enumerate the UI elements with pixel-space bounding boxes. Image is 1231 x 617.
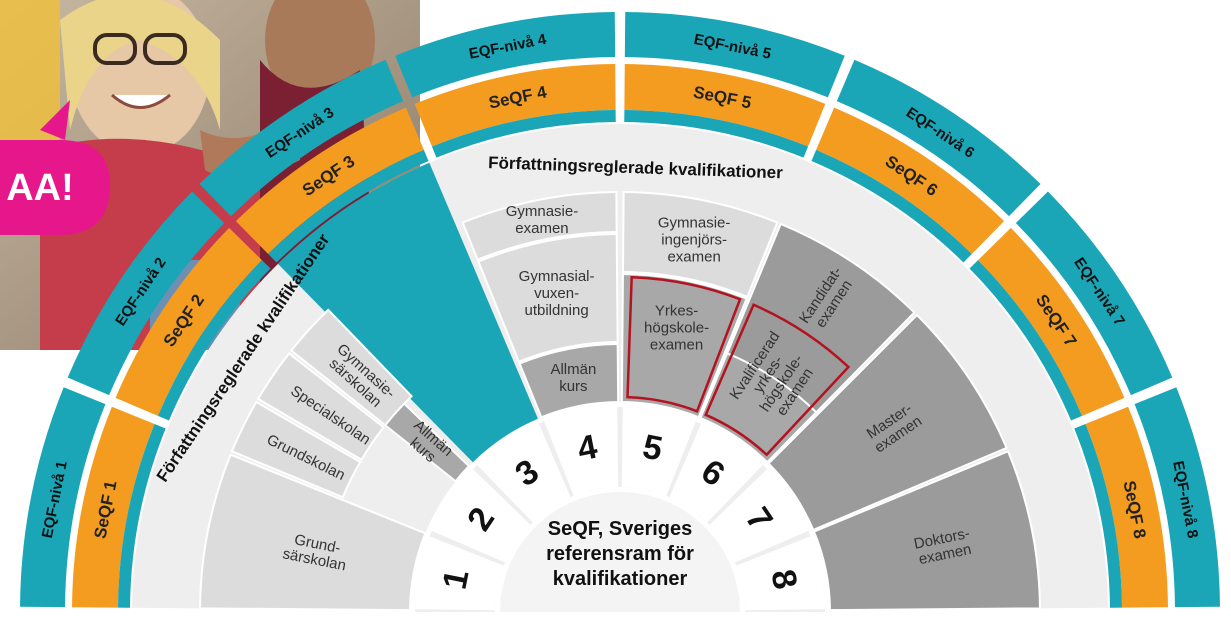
inner-teal-4	[431, 110, 616, 158]
number-cell-2	[431, 469, 531, 563]
eqf-band-7	[1015, 191, 1173, 396]
block-gymnasial_vuxen	[477, 233, 619, 363]
number-cell-3	[477, 423, 571, 523]
eqf-band-5	[624, 12, 845, 98]
block-yrkeshogskoleexamen	[620, 273, 748, 419]
eqf-band-1	[20, 387, 106, 608]
eqf-band-8	[1134, 387, 1220, 608]
block-gymnasieexamen	[461, 191, 618, 261]
block-doktorsexamen	[812, 449, 1041, 612]
eqf-band-3	[199, 59, 404, 217]
inner-teal-6	[811, 149, 972, 263]
block-grundsarskolan	[199, 453, 427, 612]
inner-teal-3	[268, 149, 429, 263]
eqf-band-4	[395, 12, 616, 98]
label-yrkeshogskoleexamen: Yrkes-högskole-examen	[644, 303, 709, 354]
speech-text: AA!	[6, 167, 74, 209]
highlight-yrkeshogskole	[626, 275, 742, 413]
highlight-kvalificerad	[704, 303, 851, 457]
inner-teal-1	[118, 423, 166, 608]
number-cell-5	[621, 407, 696, 496]
inner-teal-5	[624, 110, 809, 158]
seqf-band-6	[816, 107, 1005, 254]
seqf-band-2	[115, 227, 262, 416]
eqf-band-6	[836, 59, 1041, 217]
seqf-band-7	[978, 227, 1125, 416]
number-cell-4	[544, 407, 619, 496]
seqf-band-5	[624, 64, 826, 147]
block-allman_kurs_4	[518, 343, 620, 419]
label-gymnasial_vuxen: Gymnasial-vuxen-utbildning	[519, 268, 595, 319]
number-cell-6	[669, 423, 763, 523]
center-disk	[500, 492, 740, 612]
number-cell-8	[736, 536, 825, 611]
inner-teal-7	[969, 260, 1083, 421]
number-cell-1	[415, 536, 504, 611]
block-masterexamen	[767, 313, 1008, 532]
seqf-band-4	[414, 64, 616, 147]
inner-teal-8	[1074, 423, 1122, 608]
inner-teal-2	[157, 260, 271, 421]
seqf-band-3	[235, 107, 424, 254]
label-gymnasieingenjor: Gymnasie-ingenjörs-examen	[658, 214, 731, 265]
block-grundskolan	[230, 400, 362, 499]
block-specialskolan	[256, 352, 386, 462]
level-3-block	[277, 162, 538, 463]
seqf-band-8	[1085, 406, 1168, 608]
eqf-band-2	[67, 191, 225, 396]
block-kandidatexamen	[725, 222, 916, 414]
label-gymnasieexamen: Gymnasie-examen	[506, 203, 579, 237]
block-allman_kurs_2	[383, 402, 471, 483]
block-gymnasieingenjor	[621, 191, 779, 299]
seqf-band-1	[72, 406, 155, 608]
number-cell-7	[709, 469, 809, 563]
speech-bubble: AA!	[0, 100, 110, 235]
